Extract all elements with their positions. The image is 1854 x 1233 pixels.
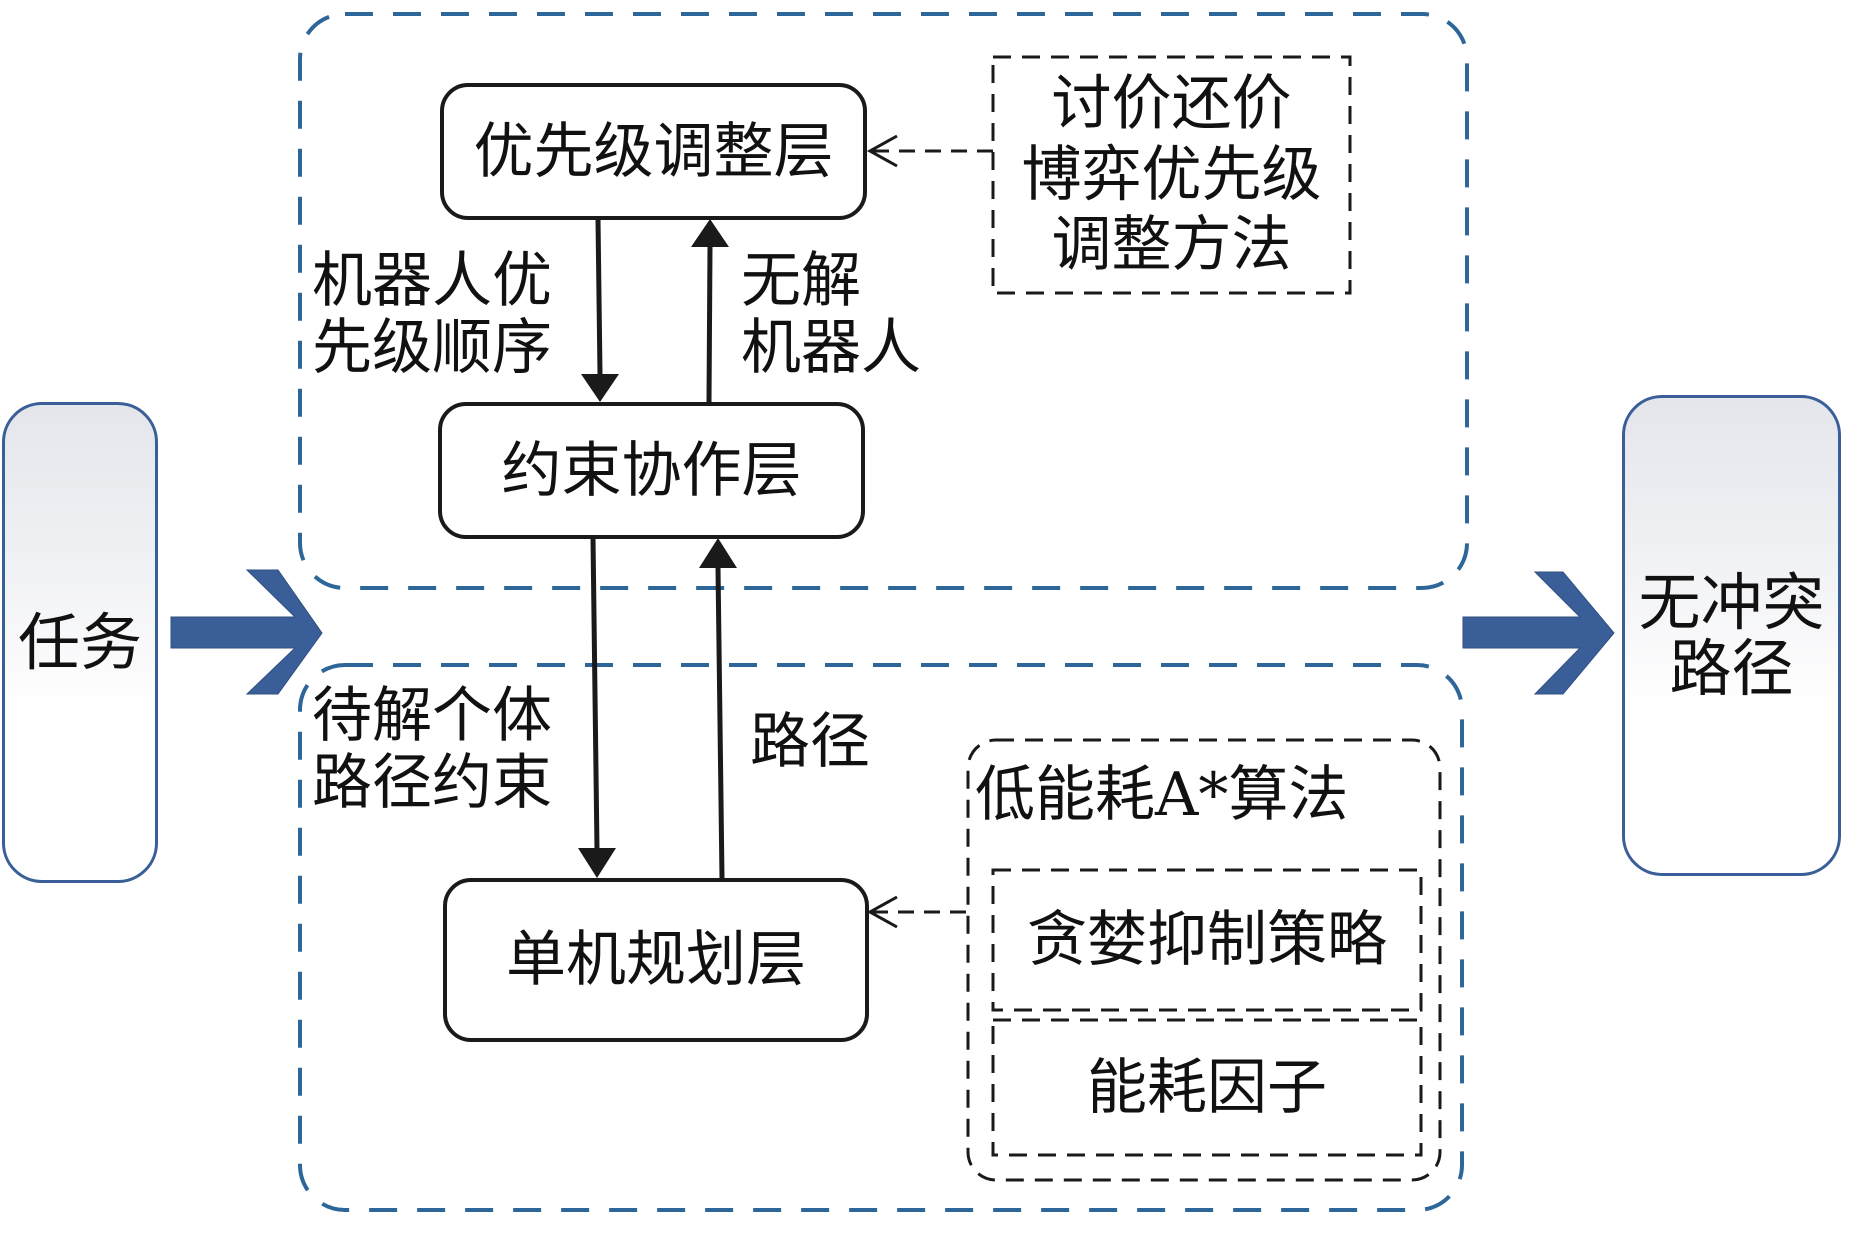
output-label-line-2: 路径 xyxy=(1669,631,1794,705)
arrowhead-down-2 xyxy=(578,848,616,878)
component-greedy-label: 贪婪抑制策略 xyxy=(1027,905,1387,975)
priority-layer-label: 优先级调整层 xyxy=(473,116,834,187)
method-box xyxy=(991,55,1352,295)
edge-label-unsolved-robot-line-1: 无解 xyxy=(741,246,861,316)
constraint-layer-label: 约束协作层 xyxy=(501,435,802,506)
arrow-constraint-to-priority xyxy=(706,246,713,403)
single-robot-planning-layer: 单机规划层 xyxy=(443,878,869,1042)
open-arrowhead-2 xyxy=(866,895,898,929)
single-layer-label: 单机规划层 xyxy=(506,925,806,995)
arrow-constraint-to-single xyxy=(590,537,600,851)
input-box: 任务 xyxy=(2,402,158,883)
component-energy-label: 能耗因子 xyxy=(1087,1052,1327,1123)
input-flow-arrow xyxy=(170,569,323,695)
edge-label-path-constraint: 待解个体 路径约束 xyxy=(312,681,552,819)
component-box-greedy xyxy=(991,868,1423,1012)
component-greedy-suppression: 贪婪抑制策略 xyxy=(993,870,1421,1010)
output-flow-arrow xyxy=(1462,571,1615,695)
arrow-single-to-constraint xyxy=(715,567,725,879)
output-label: 无冲突 路径 xyxy=(1638,570,1824,700)
arrow-priority-to-constraint xyxy=(595,218,603,375)
edge-label-path-constraint-line-1: 待解个体 xyxy=(312,681,552,751)
input-label: 任务 xyxy=(17,605,142,679)
algorithm-title: 低能耗A*算法 xyxy=(975,760,1349,830)
edge-label-path: 路径 xyxy=(750,707,870,777)
arrowhead-down-1 xyxy=(581,374,619,402)
priority-adjustment-layer: 优先级调整层 xyxy=(440,83,867,220)
method-label: 讨价还价 博弈优先级 调整方法 xyxy=(993,57,1350,293)
edge-label-unsolved-robot-line-2: 机器人 xyxy=(741,313,921,384)
open-arrowhead-1 xyxy=(866,134,898,168)
upper-group-region xyxy=(298,12,1469,590)
method-line-1: 讨价还价 xyxy=(1051,68,1292,139)
method-line-3: 调整方法 xyxy=(1051,210,1292,281)
output-box: 无冲突 路径 xyxy=(1622,395,1841,876)
edge-label-priority-order: 机器人优 先级顺序 xyxy=(312,246,552,384)
edge-label-priority-order-line-2: 先级顺序 xyxy=(312,313,552,384)
constraint-cooperation-layer: 约束协作层 xyxy=(438,402,865,539)
method-line-2: 博弈优先级 xyxy=(1021,139,1322,210)
arrowhead-up-2 xyxy=(699,538,737,568)
output-label-line-1: 无冲突 xyxy=(1638,566,1825,640)
component-energy-factor: 能耗因子 xyxy=(993,1020,1421,1155)
edge-label-priority-order-line-1: 机器人优 xyxy=(312,246,552,316)
component-box-energy xyxy=(991,1018,1423,1157)
arrowhead-up-1 xyxy=(691,219,729,247)
lower-group-region xyxy=(298,663,1464,1212)
edge-label-path-constraint-line-2: 路径约束 xyxy=(312,748,552,819)
algorithm-box xyxy=(966,738,1442,1182)
edge-label-unsolved-robot: 无解 机器人 xyxy=(741,246,921,384)
